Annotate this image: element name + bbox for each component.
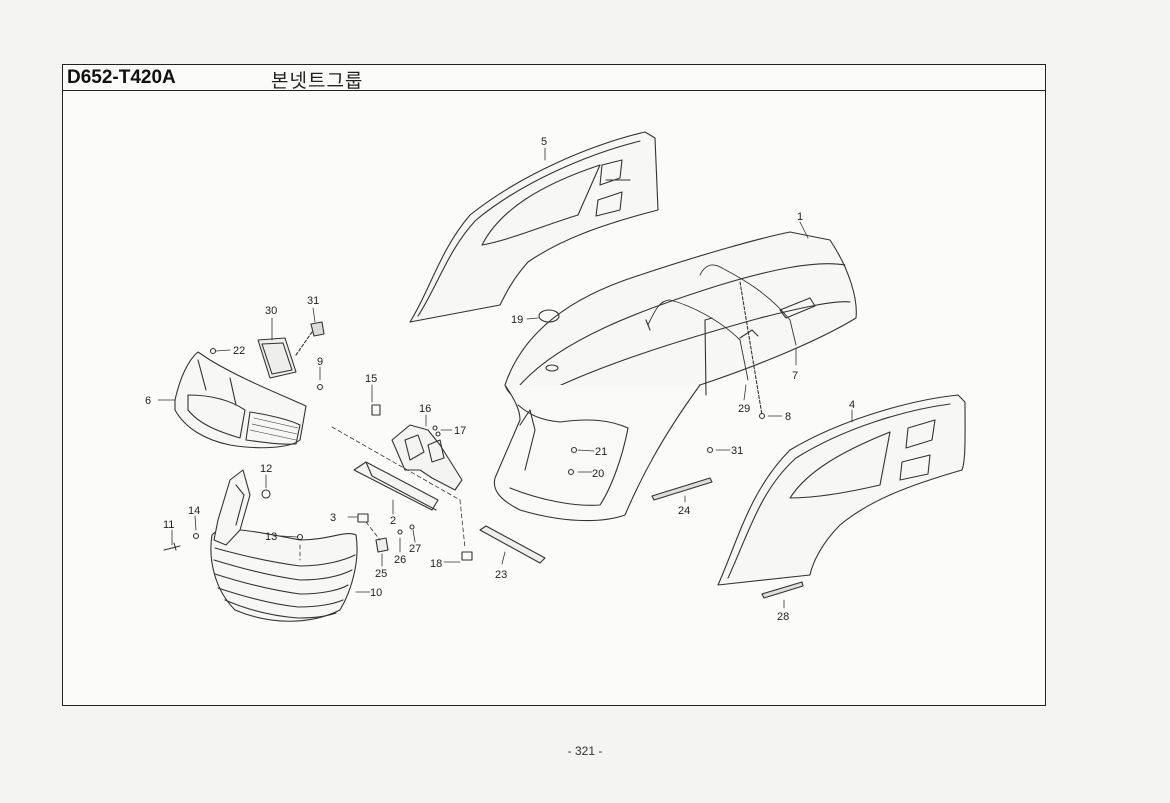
callout-7: 7	[792, 370, 798, 382]
callout-28: 28	[777, 611, 789, 623]
rubber-strip-part-28	[761, 581, 804, 599]
callout-2: 2	[390, 515, 396, 527]
bulb-part-31	[310, 321, 325, 337]
callout-16: 16	[419, 403, 431, 415]
callout-20: 20	[592, 468, 604, 480]
callout-21: 21	[595, 446, 607, 458]
callout-17: 17	[454, 425, 466, 437]
callout-19: 19	[511, 314, 523, 326]
callout-25: 25	[375, 568, 387, 580]
callout-6: 6	[145, 395, 151, 407]
callout-13: 13	[265, 531, 277, 543]
callout-18: 18	[430, 558, 442, 570]
callout-4: 4	[849, 399, 855, 411]
page-number: - 321 -	[567, 744, 603, 758]
grill-frame-part-12	[213, 469, 271, 546]
side-panel-right-part-4	[717, 394, 966, 586]
callout-15: 15	[365, 373, 377, 385]
header-bar: D652-T420A 본넷트그룹	[63, 65, 1045, 92]
front-grill-part-10	[210, 529, 358, 622]
callout-29: 29	[738, 403, 750, 415]
callout-10: 10	[370, 587, 382, 599]
callout-3: 3	[330, 512, 336, 524]
callout-9: 9	[317, 356, 323, 368]
callout-11: 11	[163, 519, 174, 531]
cap-part-19	[538, 309, 560, 323]
callout-5: 5	[541, 136, 547, 148]
rubber-strip-part-24	[651, 477, 713, 501]
callout-26: 26	[394, 554, 406, 566]
group-title: 본넷트그룹	[271, 70, 364, 92]
rubber-strip-part-23	[479, 525, 546, 564]
callout-22: 22	[233, 345, 245, 357]
bonnet-hood-part-1	[493, 231, 857, 522]
callout-23: 23	[495, 569, 507, 581]
callout-8: 8	[785, 411, 791, 423]
callout-30: 30	[265, 305, 277, 317]
callout-14: 14	[188, 505, 200, 517]
headlight-housing-part-6	[174, 351, 307, 449]
callout-12: 12	[260, 463, 272, 475]
side-panel-left-part-5	[409, 131, 659, 323]
lamp-part-30	[257, 331, 313, 379]
callout-31-lamp: 31	[307, 295, 319, 307]
bracket-assembly-part-2	[353, 461, 439, 511]
bracket-part-16	[391, 424, 463, 491]
callout-31-hood: 31	[731, 445, 743, 457]
callout-27: 27	[409, 543, 421, 555]
group-code: D652-T420A	[67, 67, 176, 88]
callout-1: 1	[797, 211, 803, 223]
callout-24: 24	[678, 505, 690, 517]
